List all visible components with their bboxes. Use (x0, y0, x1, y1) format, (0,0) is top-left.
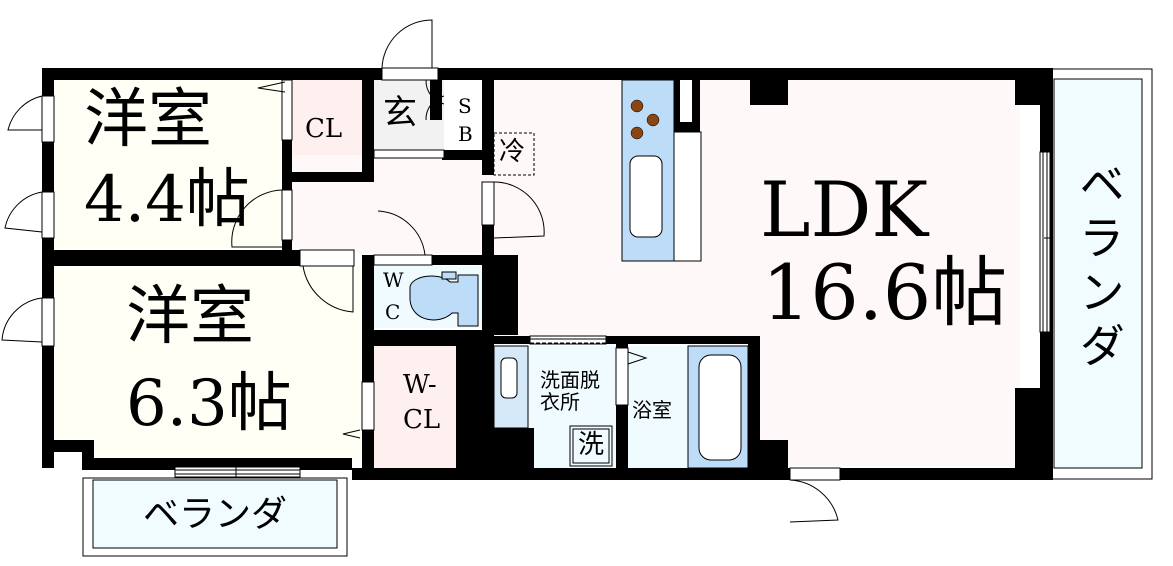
bathroom-label: 浴室 (632, 398, 672, 422)
veranda-east (1053, 78, 1143, 469)
shoe-box-label-1: S (458, 94, 472, 118)
western-room-2-floor (52, 268, 362, 446)
hallway-floor (292, 155, 490, 253)
washroom-label-2: 衣所 (540, 390, 580, 414)
entrance-label: 玄 (383, 93, 417, 133)
ldk-name: LDK (760, 165, 929, 254)
washing-machine-label: 洗 (578, 430, 605, 460)
walk-in-closet-label-2: CL (403, 405, 441, 435)
veranda-south-label: ベランダ (143, 494, 288, 535)
western-room-2-name: 洋室 (126, 280, 254, 354)
refrigerator-space (493, 132, 535, 176)
bathtub-basin-icon (698, 354, 742, 461)
washbasin-icon (500, 357, 518, 399)
veranda-east-label: ベランダ (1072, 160, 1126, 376)
door-swing (7, 95, 43, 131)
washing-machine-space (569, 425, 613, 467)
veranda-south (92, 479, 338, 549)
closet-arrow (257, 81, 286, 93)
western-room-1-name: 洋室 (84, 83, 212, 157)
toilet-label-1: W (383, 268, 404, 292)
shoe-box-label-2: B (458, 122, 473, 146)
walk-in-closet-floor (374, 346, 456, 468)
closet-label: CL (305, 114, 343, 144)
washroom-label-1: 洗面脱 (540, 368, 600, 392)
western-room-2-size: 6.3帖 (126, 367, 292, 441)
western-room-1-size: 4.4帖 (84, 163, 250, 237)
toilet-icon (409, 274, 479, 327)
toilet-label-2: C (385, 300, 401, 324)
walk-in-closet-label-1: W- (403, 370, 437, 400)
western-room-1-floor (52, 80, 282, 250)
stove-burner-icon (630, 99, 644, 113)
refrigerator-label: 冷 (499, 137, 526, 167)
kitchen-sink-icon (629, 155, 663, 238)
ldk-floor (490, 80, 1020, 336)
ldk-size: 16.6帖 (762, 248, 1008, 337)
